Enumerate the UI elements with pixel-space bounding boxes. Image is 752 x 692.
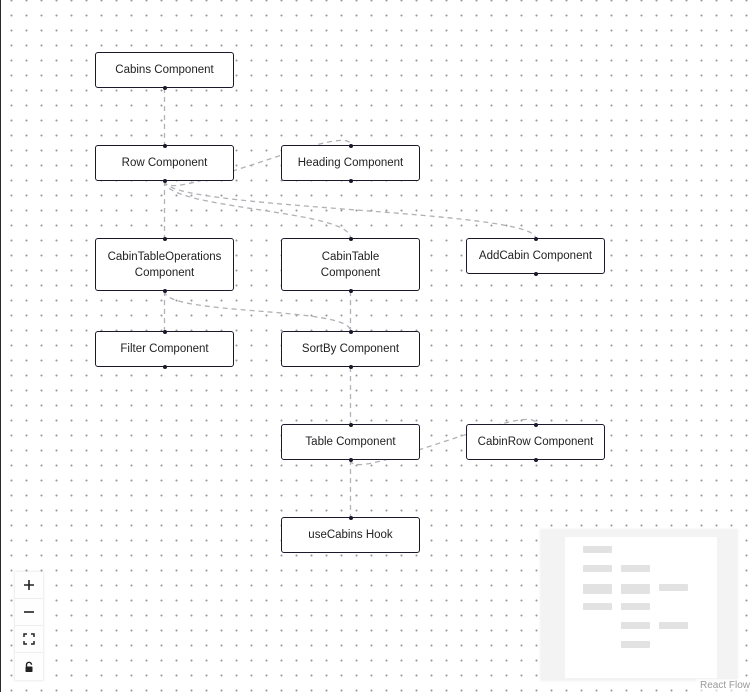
target-handle[interactable] <box>348 143 353 148</box>
target-handle[interactable] <box>533 236 538 241</box>
source-handle[interactable] <box>348 288 353 293</box>
target-handle[interactable] <box>348 236 353 241</box>
source-handle[interactable] <box>348 178 353 183</box>
node-label: Row Component <box>121 157 208 169</box>
edge-row-cabinTable[interactable] <box>163 180 352 239</box>
target-handle[interactable] <box>348 329 353 334</box>
edge-row-addCabin[interactable] <box>163 180 537 239</box>
minimap-node <box>583 584 612 594</box>
node-label: CabinTableOperations Component <box>107 250 222 279</box>
minimap-node <box>583 546 612 553</box>
zoom-in-button[interactable] <box>15 572 43 599</box>
minimap-node <box>583 565 612 572</box>
target-handle[interactable] <box>348 515 353 520</box>
source-handle[interactable] <box>162 364 167 369</box>
node-cabins[interactable]: Cabins Component <box>95 52 234 90</box>
node-label: Cabins Component <box>115 64 214 76</box>
node-cabin-row[interactable]: CabinRow Component <box>466 422 605 462</box>
source-handle[interactable] <box>162 178 167 183</box>
minimap-node <box>621 584 650 594</box>
source-handle[interactable] <box>533 457 538 462</box>
fit-view-button[interactable] <box>15 626 43 653</box>
source-handle[interactable] <box>348 364 353 369</box>
node-label: SortBy Component <box>301 343 400 355</box>
node-use-cabins[interactable]: useCabins Hook <box>281 515 420 553</box>
edge-cabinTableOperations-sortBy[interactable] <box>163 290 352 332</box>
minimap-node <box>621 603 650 610</box>
target-handle[interactable] <box>533 422 538 427</box>
source-handle[interactable] <box>162 288 167 293</box>
node-label: CabinTable Component <box>320 250 381 279</box>
target-handle[interactable] <box>162 329 167 334</box>
node-sort-by[interactable]: SortBy Component <box>281 329 420 369</box>
target-handle[interactable] <box>348 422 353 427</box>
plus-icon <box>24 580 34 590</box>
minimap-node <box>583 603 612 610</box>
minimap-node <box>659 584 688 591</box>
minimap-node <box>621 565 650 572</box>
lock-icon <box>25 661 33 672</box>
node-cabin-table[interactable]: CabinTable Component <box>281 236 420 293</box>
react-flow-attribution[interactable]: React Flow <box>695 679 752 692</box>
node-label: useCabins Hook <box>308 529 393 541</box>
minimap-node <box>621 622 650 629</box>
node-add-cabin[interactable]: AddCabin Component <box>466 236 605 276</box>
minimap[interactable] <box>541 530 737 680</box>
minus-icon <box>24 611 34 613</box>
node-cabin-table-operations[interactable]: CabinTableOperations Component <box>95 236 234 293</box>
lock-button[interactable] <box>15 653 43 680</box>
node-label: Filter Component <box>120 343 209 355</box>
target-handle[interactable] <box>162 143 167 148</box>
node-label: AddCabin Component <box>478 250 593 262</box>
node-table[interactable]: Table Component <box>281 422 420 462</box>
node-label: CabinRow Component <box>477 436 594 448</box>
source-handle[interactable] <box>348 457 353 462</box>
node-label: Table Component <box>305 436 396 448</box>
node-filter[interactable]: Filter Component <box>95 329 234 369</box>
target-handle[interactable] <box>162 236 167 241</box>
node-heading[interactable]: Heading Component <box>281 143 420 183</box>
node-label: Heading Component <box>297 157 404 169</box>
node-row[interactable]: Row Component <box>95 143 234 183</box>
source-handle[interactable] <box>533 271 538 276</box>
source-handle[interactable] <box>162 85 167 90</box>
fit-view-icon <box>23 633 35 645</box>
minimap-node <box>621 641 650 648</box>
minimap-node <box>659 622 688 629</box>
flow-controls <box>15 572 43 680</box>
zoom-out-button[interactable] <box>15 599 43 626</box>
